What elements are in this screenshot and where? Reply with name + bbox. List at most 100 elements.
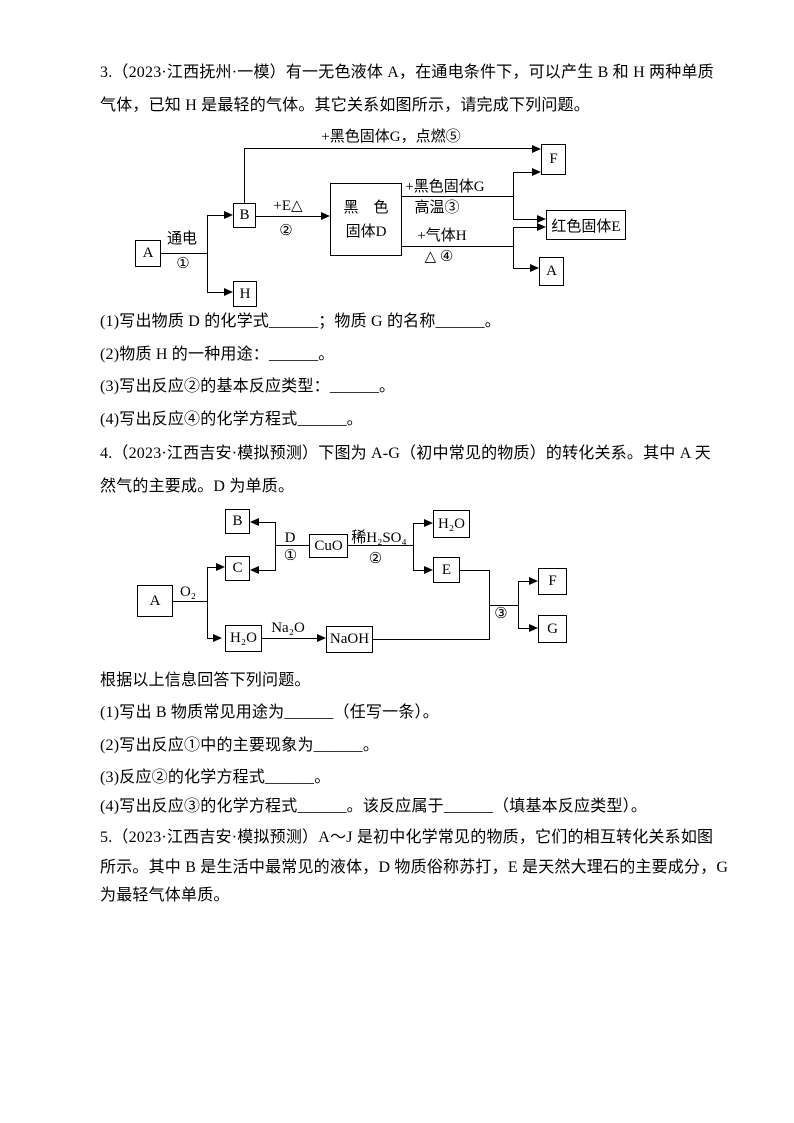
- q3-subquestion-4: (4)写出反应④的化学方程式______。: [100, 411, 363, 428]
- connector-line: [207, 215, 224, 216]
- d2-box-g-label: G: [547, 620, 558, 637]
- d1-box-e-label: 红色固体E: [551, 218, 621, 235]
- connector-line: [173, 601, 207, 602]
- arrowhead-icon: [321, 212, 330, 220]
- connector-line: [513, 219, 537, 220]
- connector-line: [518, 581, 529, 582]
- q4-text-line-1: 4.（2023·江西吉安·模拟预测）下图为 A-G（初中常见的物质）的转化关系。…: [100, 445, 711, 462]
- connector-line: [244, 148, 245, 203]
- connector-line: [262, 638, 317, 639]
- connector-line: [513, 172, 532, 173]
- d2-label-step2: ②: [368, 551, 383, 567]
- connector-line: [489, 605, 518, 606]
- q3-subquestion-3: (3)写出反应②的基本反应类型：______。: [100, 378, 396, 395]
- d2-box-e: E: [433, 557, 460, 583]
- d1-label-path4-condition: △ ④: [424, 249, 454, 265]
- arrowhead-icon: [250, 566, 259, 574]
- d2-box-h2o-top: H₂O: [433, 510, 470, 538]
- d1-label-step1: ①: [176, 256, 190, 272]
- d1-box-f: F: [541, 144, 566, 175]
- d1-box-h: H: [233, 281, 257, 307]
- arrowhead-icon: [424, 519, 433, 527]
- connector-line: [513, 227, 514, 269]
- d1-label-path3-reagent: +黑色固体G: [405, 179, 485, 195]
- d2-box-c: C: [225, 556, 250, 581]
- d1-box-f-label: F: [549, 151, 558, 167]
- connector-line: [348, 545, 413, 546]
- d1-label-plus-e: +E△: [273, 198, 303, 214]
- d1-label-path4-reagent: +气体H: [417, 228, 467, 244]
- d2-box-a: A: [137, 585, 173, 617]
- arrowhead-icon: [529, 577, 538, 585]
- arrowhead-icon: [224, 288, 233, 296]
- arrowhead-icon: [537, 215, 546, 223]
- q5-text-line-3: 为最轻气体单质。: [100, 887, 230, 904]
- d1-box-a-right: A: [539, 257, 564, 286]
- d1-label-path3-condition: 高温③: [414, 200, 460, 216]
- d1-box-red-solid-e: 红色固体E: [546, 210, 626, 240]
- connector-line: [275, 522, 276, 571]
- d2-box-f-label: F: [548, 573, 557, 589]
- d2-box-h2o-top-label: H₂O: [438, 515, 465, 532]
- q3-text-line-2: 气体，已知 H 是最轻的气体。其它关系如图所示，请完成下列问题。: [100, 97, 590, 114]
- q4-subquestion-3: (3)反应②的化学方程式______。: [100, 769, 331, 786]
- connector-line: [259, 522, 275, 523]
- d2-box-a-label: A: [149, 592, 161, 609]
- d2-label-na2o: Na₂O: [271, 620, 305, 636]
- connector-line: [207, 567, 216, 568]
- d1-box-a-left-label: A: [142, 245, 154, 261]
- d1-label-top-path: +黑色固体G，点燃⑤: [321, 129, 461, 145]
- connector-line: [513, 227, 537, 228]
- d1-label-power: 通电: [166, 231, 197, 247]
- arrowhead-icon: [529, 624, 538, 632]
- connector-line: [256, 216, 321, 217]
- d2-box-b: B: [225, 509, 250, 534]
- d2-box-naoh-label: NaOH: [329, 631, 370, 647]
- connector-line: [207, 567, 208, 639]
- d1-box-black-solid-d: 黑 色 固体D: [330, 183, 402, 256]
- arrowhead-icon: [530, 264, 539, 272]
- connector-line: [244, 148, 532, 149]
- q3-text-line-1: 3.（2023·江西抚州·一模）有一无色液体 A，在通电条件下，可以产生 B 和…: [100, 64, 714, 81]
- connector-line: [413, 570, 424, 571]
- d2-label-d: D: [284, 530, 296, 546]
- connector-line: [513, 268, 530, 269]
- connector-line: [402, 196, 513, 197]
- d2-box-h2o-bottom-label: H₂O: [230, 630, 257, 646]
- connector-line: [518, 628, 529, 629]
- d2-box-c-label: C: [232, 560, 243, 576]
- connector-line: [518, 581, 519, 629]
- arrowhead-icon: [224, 211, 233, 219]
- d1-box-a-right-label: A: [546, 263, 557, 279]
- arrowhead-icon: [216, 563, 225, 571]
- q4-subquestion-2: (2)写出反应①中的主要现象为______。: [100, 737, 380, 754]
- connector-line: [413, 523, 424, 524]
- d2-box-f: F: [538, 568, 567, 595]
- d1-box-a-left: A: [135, 240, 161, 267]
- arrowhead-icon: [537, 223, 546, 231]
- d2-box-cuo: CuO: [309, 534, 348, 558]
- d1-box-d-text-line1: 黑 色: [343, 199, 389, 216]
- connector-line: [161, 253, 207, 254]
- q3-subquestion-1: (1)写出物质 D 的化学式______；物质 G 的名称______。: [100, 313, 501, 330]
- arrowhead-icon: [532, 168, 541, 176]
- connector-line: [513, 172, 514, 220]
- d2-box-b-label: B: [232, 513, 243, 529]
- d2-label-dilute-h2so4: 稀H₂SO₄: [351, 530, 407, 546]
- connector-line: [207, 215, 208, 293]
- q4-intro-line: 根据以上信息回答下列问题。: [100, 672, 311, 689]
- connector-line: [460, 570, 489, 571]
- connector-line: [275, 545, 309, 546]
- connector-line: [259, 570, 275, 571]
- arrowhead-icon: [424, 566, 433, 574]
- d2-box-g: G: [538, 615, 567, 643]
- d1-label-step2: ②: [279, 223, 293, 239]
- d1-box-b-label: B: [239, 207, 250, 223]
- arrowhead-icon: [250, 518, 259, 526]
- q4-text-line-2: 然气的主要成。D 为单质。: [100, 478, 295, 495]
- arrowhead-icon: [213, 634, 222, 642]
- q3-subquestion-2: (2)物质 H 的一种用途：______。: [100, 346, 335, 363]
- d1-box-b: B: [233, 203, 256, 228]
- arrowhead-icon: [532, 145, 541, 153]
- d2-box-e-label: E: [441, 561, 452, 578]
